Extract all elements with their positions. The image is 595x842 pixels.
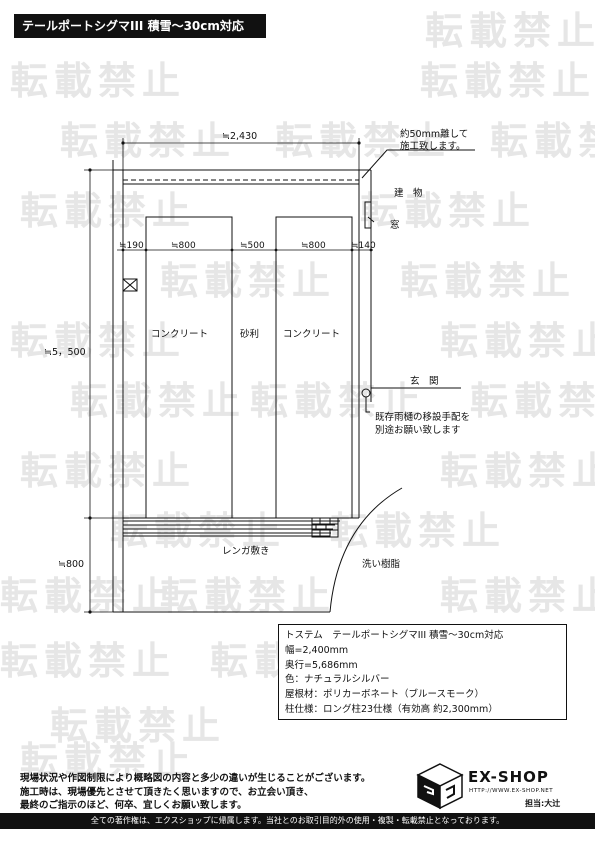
building-label: 建 物 [394,187,423,199]
page-title: テールポートシグマIII 積雪～30cm対応 [14,14,266,38]
spec-line-roof: 屋根材：ポリカーボネート（ブルースモーク） [285,689,485,701]
dim-label-seg-1: ≒190 [119,241,144,251]
watermark-text: 転載禁止 [440,449,595,493]
post-box-cross [122,278,138,292]
dim-label-brick: ≒800 [58,559,84,570]
gravel-label: 砂利 [240,328,259,340]
dim-dot [88,610,92,614]
watermark-text: 転載禁止 [50,704,227,748]
watermark-text: 転載禁止 [60,119,237,163]
watermark-text: 転載禁止 [360,189,537,233]
spec-line-product: トステム テールポートシグマIII 積雪～30cm対応 [285,630,504,641]
spec-box: トステム テールポートシグマIII 積雪～30cm対応 幅=2,400mm 奥行… [278,624,567,720]
dim-label-seg-4: ≒800 [301,241,326,251]
watermark-text: 転載禁止 [275,119,452,163]
washout-curve [329,487,403,613]
dim-dot [88,168,92,172]
dim-label-seg-3: ≒500 [240,241,265,251]
brick-label: レンガ敷き [222,545,270,557]
watermark-text: 転載禁止 [70,379,247,423]
window-label: 窓 [390,219,400,231]
dim-dot [121,141,125,145]
dim-dot [357,141,361,145]
dim-dot [144,248,148,252]
watermark-text: 転載禁止 [0,574,177,618]
entrance-label: 玄 関 [410,375,439,387]
dim-dot [350,248,354,252]
concrete-left-label: コンクリート [151,329,208,340]
post-box [122,278,138,292]
watermark-text: 転載禁止 [10,59,187,103]
gap-note-line2: 施工致します。 [400,140,466,152]
dim-label-seg-5: ≒140 [351,241,376,251]
exshop-logo: EX-SHOP HTTP://WWW.EX-SHOP.NET 担当:大辻 [413,760,573,812]
concrete-strip-right [275,216,353,519]
gutter-note-line2: 別途お願い致します [375,424,461,436]
brand-name: EX-SHOP [468,768,549,786]
spec-line-post: 柱仕様：ロング柱23仕様（有効高 約2,300mm） [285,703,498,715]
gutter-circle [361,388,371,398]
watermark-text: 転載禁止 [425,9,595,53]
spec-line-color: 色：ナチュラルシルバー [285,674,390,686]
watermark-text: 転載禁止 [440,319,595,363]
brand-url: HTTP://WWW.EX-SHOP.NET [469,788,554,794]
watermark-text: 転載禁止 [10,319,187,363]
watermark-text: 転載禁止 [20,449,197,493]
gap-note-line1: 約50mm離して [400,128,468,140]
dim-dot [121,248,125,252]
note-line-2: 施工時は、現場優先とさせて頂きたく思いますので、お立会い頂き、 [20,786,314,798]
watermark-text: 転載禁止 [330,509,507,553]
watermark-text: 転載禁止 [400,259,577,303]
note-line-1: 現場状況や作図制限により概略図の内容と多少の違いが生じることがございます。 [20,773,371,784]
spec-line-depth: 奥行=5,686mm [285,659,358,671]
concrete-right-label: コンクリート [283,329,340,340]
watermark-text: 転載禁止 [250,379,427,423]
watermark-text: 転載禁止 [160,574,337,618]
dim-label-height: ≒5，500 [44,347,86,358]
watermark-text: 転載禁止 [440,574,595,618]
watermark-text: 転載禁止 [20,739,197,783]
watermark-text: 転載禁止 [20,189,197,233]
watermark-text: 転載禁止 [0,639,177,683]
window-symbol [364,201,372,229]
watermark-text: 転載禁止 [470,379,595,423]
gutter-note-line1: 既存雨樋の移設手配を [375,411,470,423]
gutter-note-leader [365,397,370,413]
watermark-text: 転載禁止 [110,509,287,553]
watermark-text: 転載禁止 [160,259,337,303]
dim-dot [369,248,373,252]
window-leader [367,216,375,223]
person-in-charge: 担当:大辻 [525,799,561,808]
dim-dot [230,248,234,252]
cube-logo-icon [416,763,464,810]
concrete-strip-left [145,216,233,519]
washout-label: 洗い樹脂 [362,558,401,570]
dim-label-width: ≒2,430 [222,131,257,142]
watermark-text: 転載禁止 [490,119,595,163]
disclaimer-notes: 現場状況や作図制限により概略図の内容と多少の違いが生じることがございます。 施工… [20,772,370,813]
copyright-footer: 全ての著作権は、エクスショップに帰属します。当社とのお取引目的外の使用・複製・転… [0,813,595,829]
note-line-3: 最終のご指示のほど、何卒、宜しくお願い致します。 [20,800,247,811]
dim-label-seg-2: ≒800 [171,241,196,251]
watermark-text: 転載禁止 [420,59,595,103]
dim-dot [274,248,278,252]
dim-dot [88,516,92,520]
brick-detail [311,517,339,538]
gap-note-leader [361,149,475,179]
spec-line-width: 幅=2,400mm [285,644,349,656]
